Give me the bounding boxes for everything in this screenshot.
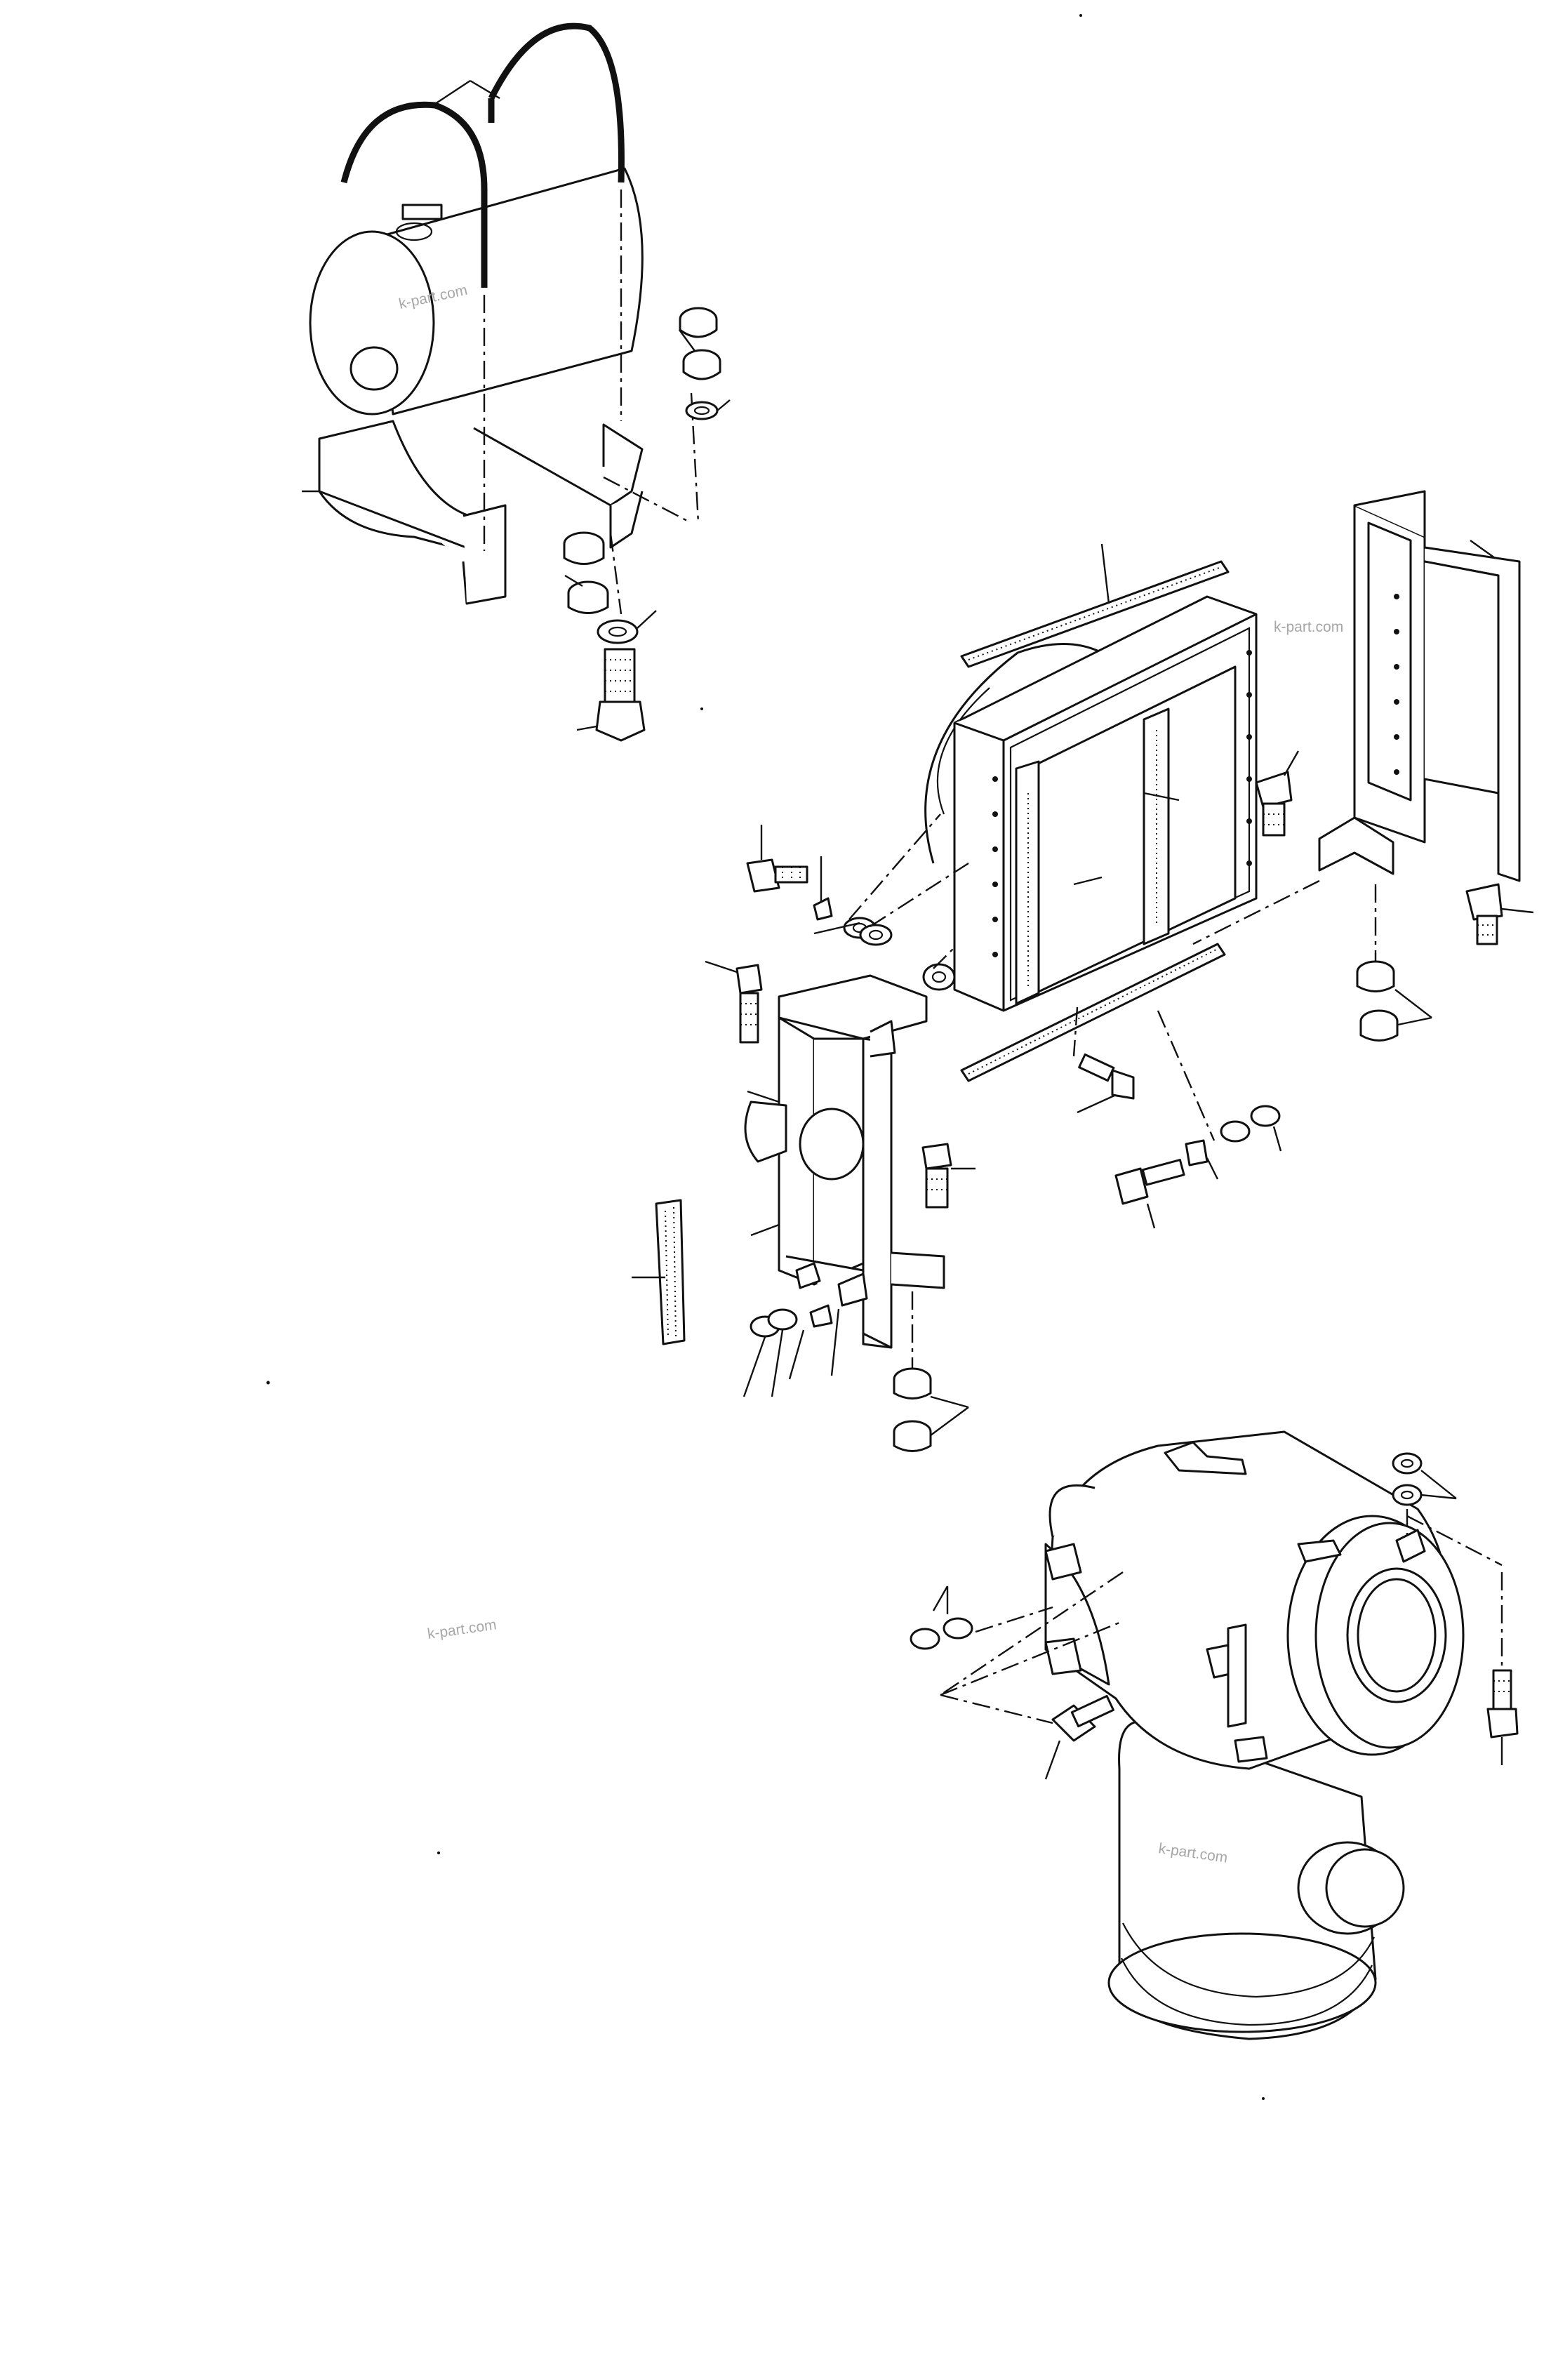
stray-dots	[266, 14, 1265, 2100]
nut-stack	[1392, 1452, 1457, 1506]
muffler-body	[309, 167, 644, 415]
bolt	[746, 825, 808, 893]
nut-stack	[813, 856, 956, 991]
seal-strip	[632, 1199, 686, 1345]
side-frame	[1318, 490, 1521, 882]
watermark: k-part.com	[426, 1616, 497, 1642]
seal-strip	[960, 543, 1230, 668]
nut-stack	[893, 1367, 969, 1452]
muffler-bracket	[302, 420, 644, 605]
u-bolt	[340, 22, 625, 288]
seal-strip	[960, 943, 1226, 1082]
bolt	[1114, 1105, 1282, 1229]
radiator-bracket	[744, 974, 945, 1349]
muffler-assembly	[302, 22, 731, 742]
nut-stack	[1356, 960, 1432, 1042]
radiator-core	[953, 595, 1258, 1012]
bolt	[1465, 883, 1534, 945]
watermark: k-part.com	[1274, 619, 1343, 635]
bolt	[1044, 1694, 1114, 1780]
bolt	[1486, 1669, 1519, 1765]
nut-stack	[743, 1262, 868, 1397]
bolt	[1255, 750, 1300, 837]
nut-stack	[563, 531, 657, 644]
bolt	[576, 648, 646, 742]
bolt	[1077, 1053, 1135, 1114]
bolt	[705, 960, 763, 1044]
air-cleaner	[1044, 1430, 1465, 2040]
nut-stack	[910, 1585, 973, 1650]
nut-stack	[679, 307, 731, 420]
radiator-assembly	[746, 490, 1534, 1229]
bolt	[921, 1143, 976, 1209]
